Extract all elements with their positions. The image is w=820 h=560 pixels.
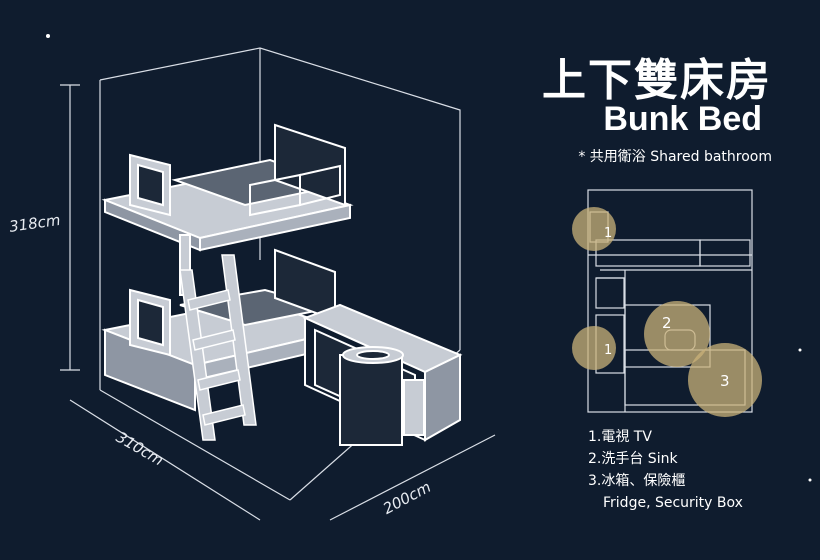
star-dots — [46, 34, 812, 482]
marker-label-tv-lower: 1 — [604, 343, 612, 358]
marker-label-fridge: 3 — [720, 372, 730, 390]
legend-item-sink: 2.洗手台 Sink — [588, 451, 678, 467]
marker-label-tv-upper: 1 — [604, 226, 612, 241]
upper-bunk — [101, 123, 354, 252]
marker-tv-upper — [572, 207, 616, 251]
page-title: 上下雙床房 — [542, 55, 772, 106]
marker-fridge — [688, 343, 762, 417]
shared-bathroom-note: * 共用衛浴 Shared bathroom — [578, 149, 772, 165]
page-subtitle: Bunk Bed — [603, 100, 762, 138]
desk-unit — [302, 303, 463, 446]
marker-tv-lower — [572, 326, 616, 370]
marker-sink — [644, 301, 710, 367]
legend-item-fridge: 3.冰箱、保險櫃 — [588, 473, 686, 489]
legend-item-tv: 1.電視 TV — [588, 429, 652, 445]
ladder — [179, 254, 257, 441]
legend-item-fridge-en: Fridge, Security Box — [603, 495, 743, 511]
marker-label-sink: 2 — [662, 314, 672, 332]
legend: 1.電視 TV 2.洗手台 Sink 3.冰箱、保險櫃 Fridge, Secu… — [588, 426, 743, 514]
plan-markers: 1 1 2 3 — [572, 207, 762, 417]
